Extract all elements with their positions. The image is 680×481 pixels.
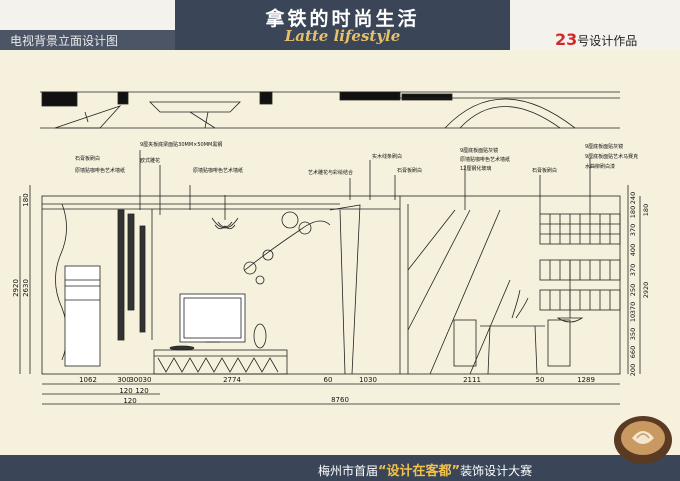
annotation: 原墙贴咖啡色艺术墙纸 xyxy=(75,167,125,174)
dim-label: 1289 xyxy=(577,376,595,384)
dim-label: 50 xyxy=(536,376,545,384)
dim-label: 2630 xyxy=(22,279,30,297)
dim-label: 2111 xyxy=(463,376,481,384)
dim-label: 250 xyxy=(629,284,637,296)
annotation: 欧式雕花 xyxy=(140,157,160,164)
annotation: 12厘钢化玻璃 xyxy=(460,165,491,172)
dim-label: 2774 xyxy=(223,376,241,384)
dim-label: 10 xyxy=(629,314,637,322)
banner: 拿铁的时尚生活 Latte lifestyle xyxy=(175,0,510,50)
dim-label: 120 xyxy=(135,387,148,395)
annotation: 9厘底板面贴艺术马赛克 xyxy=(585,153,638,160)
dim-total: 8760 xyxy=(331,396,349,404)
dim-label: 200 xyxy=(629,364,637,376)
dim-label: 660 xyxy=(629,346,637,358)
dim-label: 300 xyxy=(129,376,142,384)
dim-label: 370 xyxy=(629,224,637,236)
dim-label: 2920 xyxy=(12,279,20,297)
coffee-cup-icon xyxy=(614,416,672,464)
entry-number: 23 xyxy=(555,30,578,49)
dim-label: 370 xyxy=(629,264,637,276)
annotation: 艺术雕花与彩绘结合 xyxy=(308,169,353,176)
entry-label: 23号设计作品 xyxy=(555,30,637,49)
entry-text: 号设计作品 xyxy=(577,34,638,48)
dim-label: 180 xyxy=(22,193,30,206)
contest-suffix: 装饰设计大赛 xyxy=(460,464,533,478)
annotation: 原墙贴咖啡色艺术墙纸 xyxy=(193,167,243,174)
dim-label: 120 xyxy=(119,387,132,395)
dim-label: 400 xyxy=(629,244,637,256)
dim-label: 370 xyxy=(629,302,637,314)
dim-label: 180 xyxy=(642,204,650,216)
banner-title: 拿铁的时尚生活 xyxy=(265,8,420,30)
drawing-title: 电视背景立面设计图 xyxy=(10,34,119,48)
dim-label: 300 xyxy=(117,376,130,384)
title-tab: 电视背景立面设计图 xyxy=(0,30,175,50)
dim-label: 60 xyxy=(324,376,333,384)
annotation: 9厘夹板底梁面贴30MM×50MM黑钢 xyxy=(140,141,222,148)
banner-subtitle: Latte lifestyle xyxy=(284,27,401,45)
elevation-drawing: 9厘夹板底梁面贴30MM×50MM黑钢 石膏板刷白 原墙贴咖啡色艺术墙纸 欧式雕… xyxy=(12,91,650,405)
contest-name: 梅州市首届“设计在客都”装饰设计大赛 xyxy=(318,460,532,479)
contest-prefix: 梅州市首届 xyxy=(318,464,379,478)
dim-label: 30 xyxy=(143,376,152,384)
dim-label: 1030 xyxy=(359,376,377,384)
contest-highlight: “设计在客都” xyxy=(378,464,461,479)
annotation: 9厘底板面贴灰镜 xyxy=(460,147,498,154)
annotation: 石膏板刷白 xyxy=(397,167,422,174)
annotation: 实木线条刷白 xyxy=(372,153,402,160)
annotation: 水曲柳刷白漆 xyxy=(585,163,615,170)
annotation: 石膏板刷白 xyxy=(75,155,100,162)
annotation: 9厘底板面贴灰镜 xyxy=(585,143,623,150)
annotation: 原墙贴咖啡色艺术墙纸 xyxy=(460,156,510,163)
dim-label: 180 xyxy=(629,206,637,218)
dim-label: 2920 xyxy=(642,282,650,299)
annotation: 石膏板刷白 xyxy=(532,167,557,174)
page-footer: 梅州市首届“设计在客都”装饰设计大赛 xyxy=(0,455,680,481)
dim-label: 120 xyxy=(123,397,136,405)
dim-label: 350 xyxy=(629,328,637,340)
dim-label: 240 xyxy=(629,192,637,204)
dim-label: 1062 xyxy=(79,376,97,384)
page-header: 电视背景立面设计图 拿铁的时尚生活 Latte lifestyle 23号设计作… xyxy=(0,0,680,50)
